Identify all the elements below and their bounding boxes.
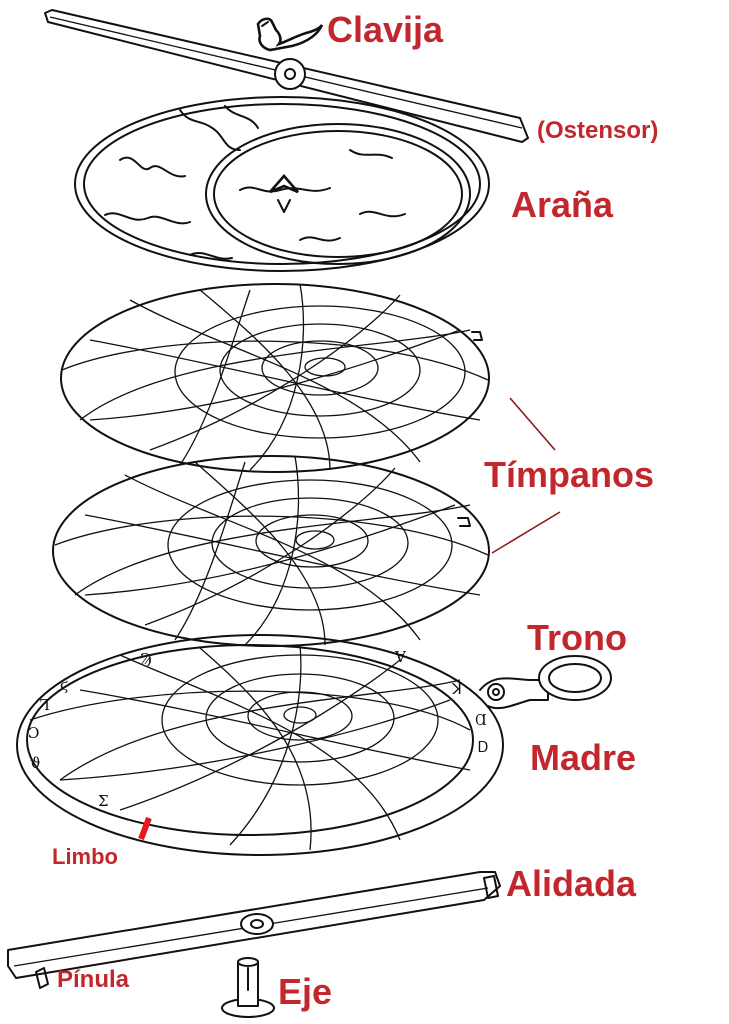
label-eje: Eje bbox=[278, 971, 333, 1012]
label-alidada: Alidada bbox=[506, 863, 637, 904]
svg-text:Ꭰ: Ꭰ bbox=[478, 738, 488, 756]
label-pinula: Pínula bbox=[57, 966, 130, 993]
svg-text:Ʃ: Ʃ bbox=[98, 792, 109, 810]
label-timpanos: Tímpanos bbox=[484, 454, 655, 495]
svg-text:Ɐ: Ɐ bbox=[394, 648, 406, 666]
svg-text:Ꞁ: Ꞁ bbox=[40, 696, 50, 714]
label-ostensor: (Ostensor) bbox=[537, 117, 659, 144]
timpano-plate-1 bbox=[60, 283, 490, 473]
svg-text:ϑ: ϑ bbox=[30, 754, 41, 772]
timpanos-leaders bbox=[491, 397, 561, 554]
svg-text:ꓘ: ꓘ bbox=[451, 680, 462, 698]
ostensor-rule bbox=[44, 9, 529, 143]
label-arana: Araña bbox=[511, 184, 614, 225]
svg-text:Ɔ: Ɔ bbox=[28, 724, 39, 742]
arana-rete bbox=[74, 96, 490, 272]
madre-mater: ϛ Ꞁ Ɔ ϑ Ʃ Ϡ Ɐ ꓘ Ɑ Ꭰ bbox=[16, 634, 612, 856]
eje-pin bbox=[221, 957, 275, 1018]
alidada-rule bbox=[7, 871, 501, 989]
clavija-wedge bbox=[256, 17, 324, 52]
label-clavija: Clavija bbox=[327, 9, 444, 50]
svg-text:ϛ: ϛ bbox=[60, 676, 68, 694]
label-madre: Madre bbox=[530, 737, 637, 778]
timpano-plate-2 bbox=[52, 455, 490, 647]
label-trono: Trono bbox=[527, 617, 627, 658]
svg-text:Ɑ: Ɑ bbox=[475, 711, 487, 729]
limbo-marker bbox=[138, 816, 152, 841]
label-limbo: Limbo bbox=[52, 844, 118, 869]
svg-text:Ϡ: Ϡ bbox=[140, 650, 152, 668]
